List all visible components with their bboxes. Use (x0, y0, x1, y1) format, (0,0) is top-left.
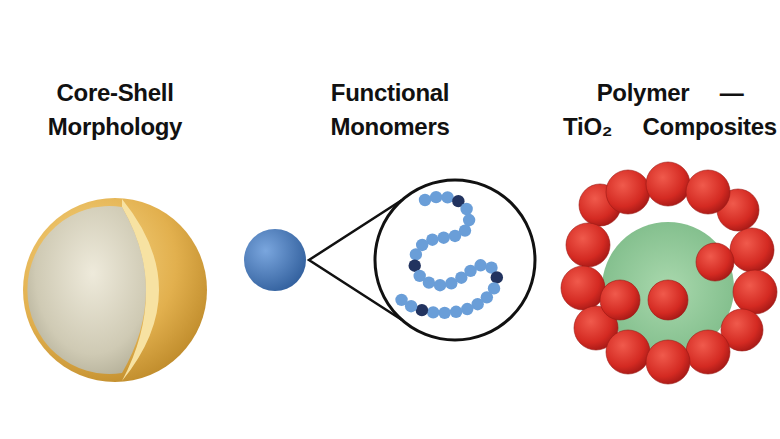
monomer-bead (474, 259, 486, 271)
monomer-bead (427, 306, 439, 318)
monomer-bead (430, 191, 442, 203)
monomer-bead (460, 203, 472, 215)
tio2-particle (600, 280, 640, 320)
panel-title: Core-Shell Morphology (15, 76, 215, 144)
monomer-bead (423, 276, 435, 288)
monomer-bead (410, 248, 422, 260)
core-shell-particle (23, 198, 207, 382)
monomer-bead (441, 191, 453, 203)
tio2-particle (606, 170, 650, 214)
chain-guide (398, 197, 497, 313)
polymer-chain (395, 191, 503, 319)
shell-sphere (23, 198, 207, 382)
monomer-bead (434, 279, 446, 291)
tio2-particle (686, 170, 730, 214)
monomer-bead (437, 231, 449, 243)
monomer-bead (461, 303, 473, 315)
functional-monomer (491, 271, 503, 283)
monomer-bead (395, 294, 407, 306)
tio2-particle (730, 228, 774, 272)
monomer-bead (450, 306, 462, 318)
panel-title: Polymer — TiO₂ Composites (558, 76, 780, 144)
monomer-bead (419, 194, 431, 206)
tio2-particle (696, 243, 734, 281)
monomer-bead (449, 230, 461, 242)
tio2-particle (646, 162, 690, 206)
zoom-circle (375, 180, 535, 340)
tio2-particle (561, 266, 605, 310)
panel-title: Functional Monomers (290, 76, 490, 144)
tio2-particle (606, 330, 650, 374)
tio2-particle (733, 270, 777, 314)
tio2-particle (686, 330, 730, 374)
monomer-bead (438, 307, 450, 319)
latex-particle (244, 229, 306, 291)
tio2-particle (646, 340, 690, 384)
monomer-zoom (244, 180, 535, 340)
monomer-bead (463, 214, 475, 226)
core-sphere (27, 206, 146, 374)
tio2-particle (566, 223, 610, 267)
composite-particle (561, 162, 777, 384)
tio2-particle (648, 280, 688, 320)
functional-monomer (416, 304, 428, 316)
